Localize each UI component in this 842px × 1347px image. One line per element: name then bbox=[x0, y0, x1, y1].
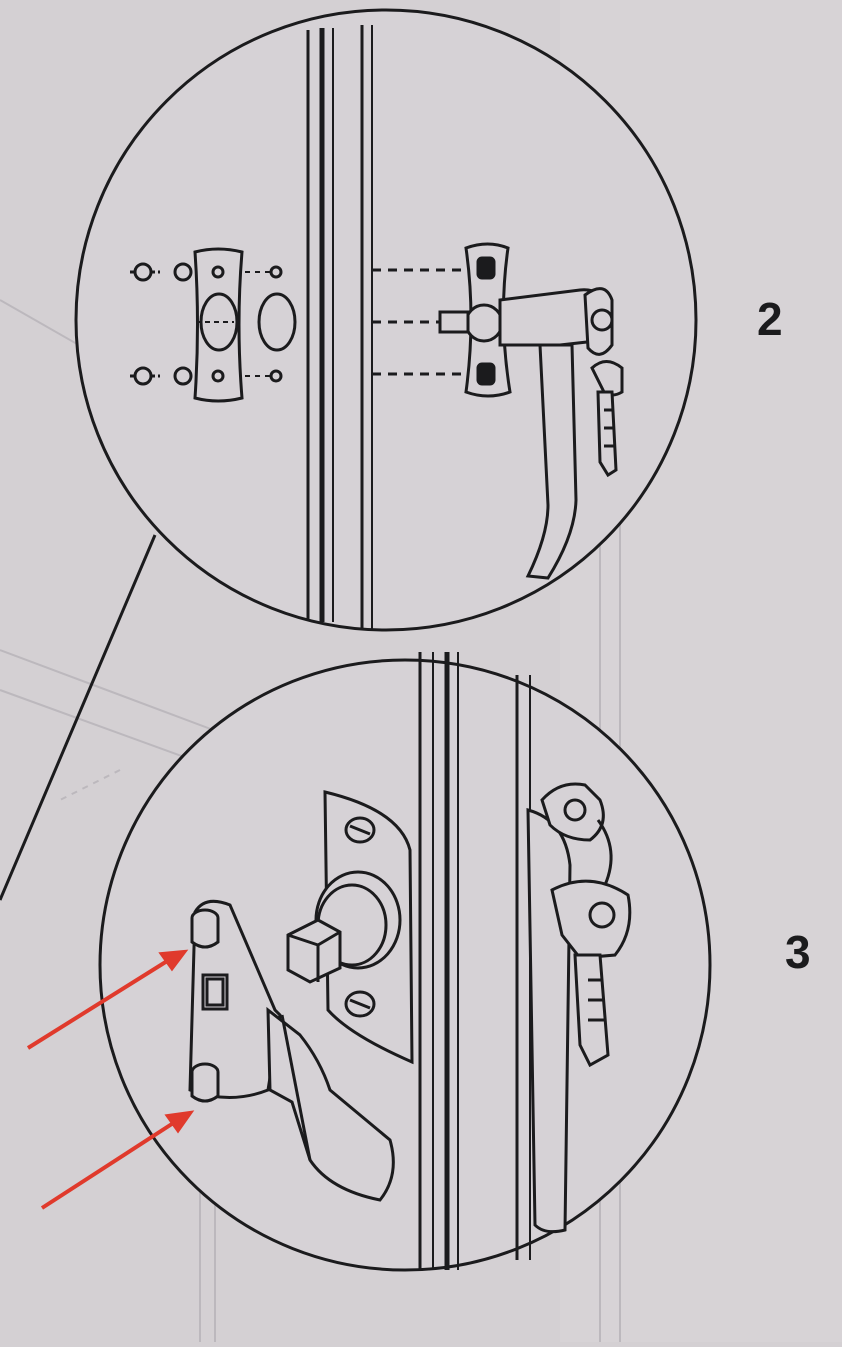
step-2-detail-circle bbox=[74, 8, 698, 632]
alignment-lines bbox=[372, 268, 470, 376]
back-plate bbox=[286, 790, 414, 1065]
step-3-number: 3 bbox=[785, 926, 811, 978]
red-annotation-arrows bbox=[26, 949, 195, 1210]
step-2-number: 2 bbox=[757, 293, 783, 345]
red-arrow-icon bbox=[26, 956, 174, 1050]
locking-handle bbox=[438, 242, 624, 580]
step-3-detail-circle bbox=[98, 652, 712, 1272]
door-holes bbox=[245, 265, 297, 383]
screw-icon bbox=[130, 262, 193, 386]
latch-cam bbox=[188, 899, 395, 1202]
door-frame-lines-2 bbox=[418, 652, 531, 1270]
mounting-plate bbox=[193, 247, 244, 403]
handle-with-keys bbox=[526, 782, 632, 1234]
door-frame-lines bbox=[306, 25, 373, 630]
red-arrow-icon bbox=[40, 1118, 180, 1210]
leader-line bbox=[0, 534, 157, 901]
